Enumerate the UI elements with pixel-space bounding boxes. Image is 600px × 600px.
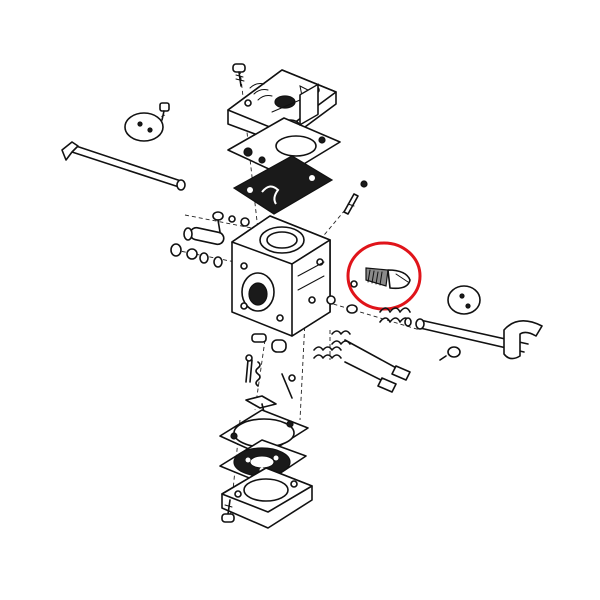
inlet-fittings	[170, 211, 250, 268]
mixture-needles	[344, 339, 411, 393]
cover-screw	[232, 63, 246, 87]
adjustment-springs	[313, 307, 412, 359]
throttle-shaft	[61, 102, 186, 191]
metering-cover	[221, 467, 313, 529]
carburetor-body	[231, 83, 331, 337]
body-fittings	[326, 280, 358, 314]
idle-adjustment-screw[interactable]	[365, 267, 411, 290]
pump-diaphragm	[232, 155, 334, 215]
choke-shaft	[415, 285, 543, 361]
metering-gasket	[219, 409, 309, 457]
fuel-inlet-needle	[343, 180, 368, 215]
pump-gasket	[227, 117, 341, 177]
bottom-screw	[221, 499, 235, 523]
lower-small-parts	[245, 333, 296, 421]
